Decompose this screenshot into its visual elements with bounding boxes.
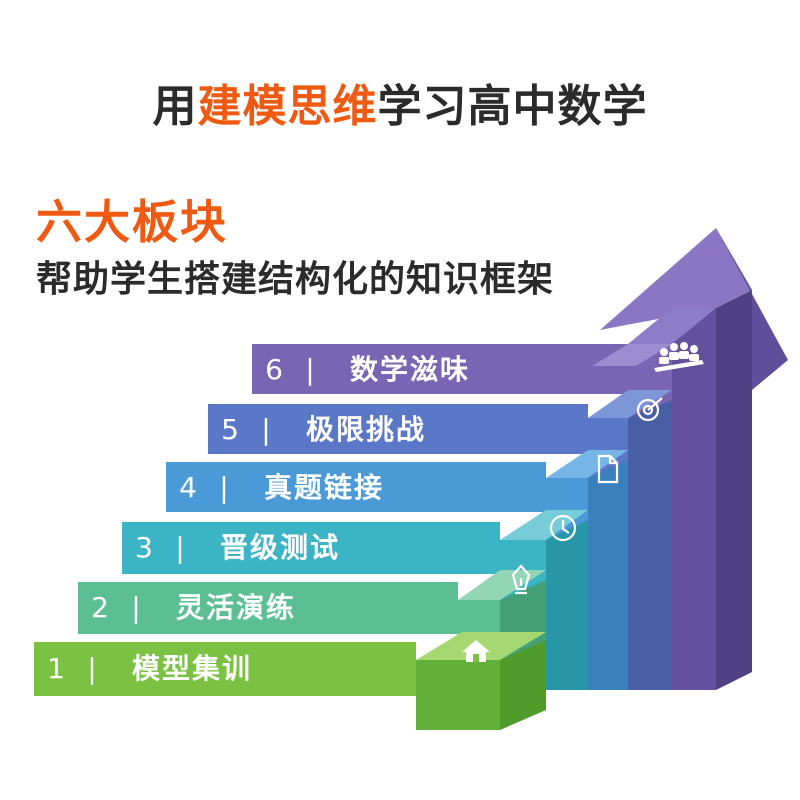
headline: 用建模思维学习高中数学 bbox=[0, 70, 800, 134]
step-6-bar bbox=[252, 344, 628, 394]
step-name: 灵活演练 bbox=[176, 591, 297, 624]
step-number: 3 bbox=[135, 531, 153, 564]
step-name: 晋级测试 bbox=[220, 531, 341, 564]
section-subtitle: 帮助学生搭建结构化的知识框架 bbox=[36, 259, 555, 300]
pen-nib-icon bbox=[511, 564, 531, 595]
separator: | bbox=[131, 591, 141, 624]
step-name: 数学滋味 bbox=[350, 353, 471, 386]
step-number: 2 bbox=[91, 591, 109, 624]
separator: | bbox=[175, 531, 185, 564]
step-1-bar bbox=[34, 642, 416, 696]
step-2-label: 2 | 灵活演练 bbox=[78, 584, 296, 632]
step-number: 5 bbox=[221, 413, 239, 446]
target-icon bbox=[636, 397, 663, 422]
step-5-bar bbox=[208, 404, 588, 454]
team-icon bbox=[654, 342, 704, 372]
step-number: 1 bbox=[47, 652, 65, 685]
step-5-label: 5 | 极限挑战 bbox=[208, 406, 426, 454]
step-1-label: 1 | 模型集训 bbox=[34, 645, 252, 693]
home-icon bbox=[462, 640, 490, 662]
headline-suffix: 学习高中数学 bbox=[377, 81, 648, 132]
step-2-bar bbox=[78, 582, 458, 634]
up-arrow bbox=[600, 228, 788, 690]
step-1 bbox=[34, 632, 546, 730]
step-number: 4 bbox=[179, 471, 197, 504]
separator: | bbox=[219, 471, 229, 504]
clock-icon bbox=[549, 514, 577, 542]
step-4-label: 4 | 真题链接 bbox=[166, 464, 384, 512]
separator: | bbox=[305, 353, 315, 386]
step-name: 极限挑战 bbox=[306, 413, 427, 446]
separator: | bbox=[261, 413, 271, 446]
step-3-bar bbox=[122, 522, 500, 574]
section-title: 六大板块 bbox=[36, 195, 228, 249]
step-3-label: 3 | 晋级测试 bbox=[122, 524, 340, 572]
headline-prefix: 用 bbox=[152, 81, 198, 132]
step-number: 6 bbox=[265, 353, 283, 386]
step-name: 真题链接 bbox=[264, 471, 385, 504]
step-6-label: 6 | 数学滋味 bbox=[252, 346, 470, 394]
headline-highlight: 建模思维 bbox=[197, 81, 378, 132]
step-name: 模型集训 bbox=[132, 652, 253, 685]
separator: | bbox=[87, 652, 97, 685]
document-icon bbox=[597, 454, 619, 484]
step-4-bar bbox=[166, 462, 546, 512]
